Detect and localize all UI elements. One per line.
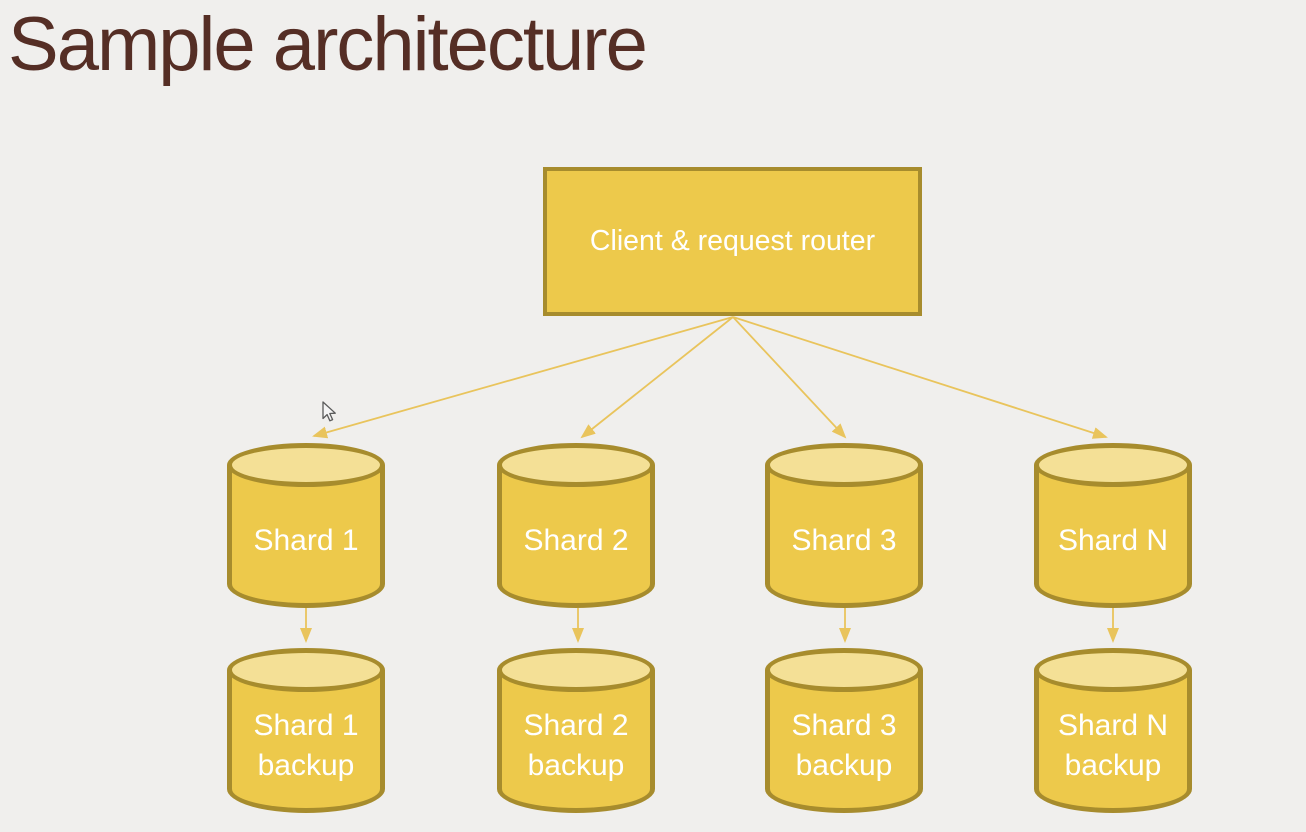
cylinder-body (497, 465, 655, 608)
cylinder-top (497, 648, 655, 692)
cylinder-body (1034, 670, 1192, 813)
cylinder-top (227, 443, 385, 487)
shard-1-backup-node: Shard 1 backup (227, 648, 385, 813)
shard-1-label: Shard 1 (253, 523, 359, 557)
cylinder-top (765, 443, 923, 487)
cylinder-body (227, 465, 385, 608)
cylinder-body (497, 670, 655, 813)
cylinder-top (765, 648, 923, 692)
arrow-router-to-shard-n (732, 316, 1108, 439)
shard-n-label: Shard N (1057, 523, 1169, 557)
shard-2-backup-label: Shard 2 backup (523, 708, 629, 782)
arrow-router-to-shard-3 (732, 316, 847, 439)
cylinder-body (227, 670, 385, 813)
shard-3-label: Shard 3 (791, 523, 897, 557)
cylinder-top (227, 648, 385, 692)
router-node: Client & request router (543, 167, 922, 316)
arrow-router-to-shard-1 (312, 316, 734, 439)
cylinder-body (765, 465, 923, 608)
cylinder-top (1034, 443, 1192, 487)
mouse-pointer-icon (322, 401, 336, 422)
shard-2-backup-node: Shard 2 backup (497, 648, 655, 813)
shard-3-backup-node: Shard 3 backup (765, 648, 923, 813)
arrow-router-to-shard-2 (580, 316, 734, 439)
slide-title: Sample architecture (8, 2, 648, 87)
shard-n-backup-node: Shard N backup (1034, 648, 1192, 813)
cylinder-body (765, 670, 923, 813)
cylinder-body (1034, 465, 1192, 608)
cylinder-top (1034, 648, 1192, 692)
shard-n-node: Shard N (1034, 443, 1192, 608)
router-node-label: Client & request router (589, 224, 876, 257)
cylinder-top (497, 443, 655, 487)
shard-n-backup-label: Shard N backup (1057, 708, 1169, 782)
shard-3-node: Shard 3 (765, 443, 923, 608)
shard-1-backup-label: Shard 1 backup (253, 708, 359, 782)
shard-2-node: Shard 2 (497, 443, 655, 608)
shard-2-label: Shard 2 (523, 523, 629, 557)
shard-1-node: Shard 1 (227, 443, 385, 608)
shard-3-backup-label: Shard 3 backup (791, 708, 897, 782)
